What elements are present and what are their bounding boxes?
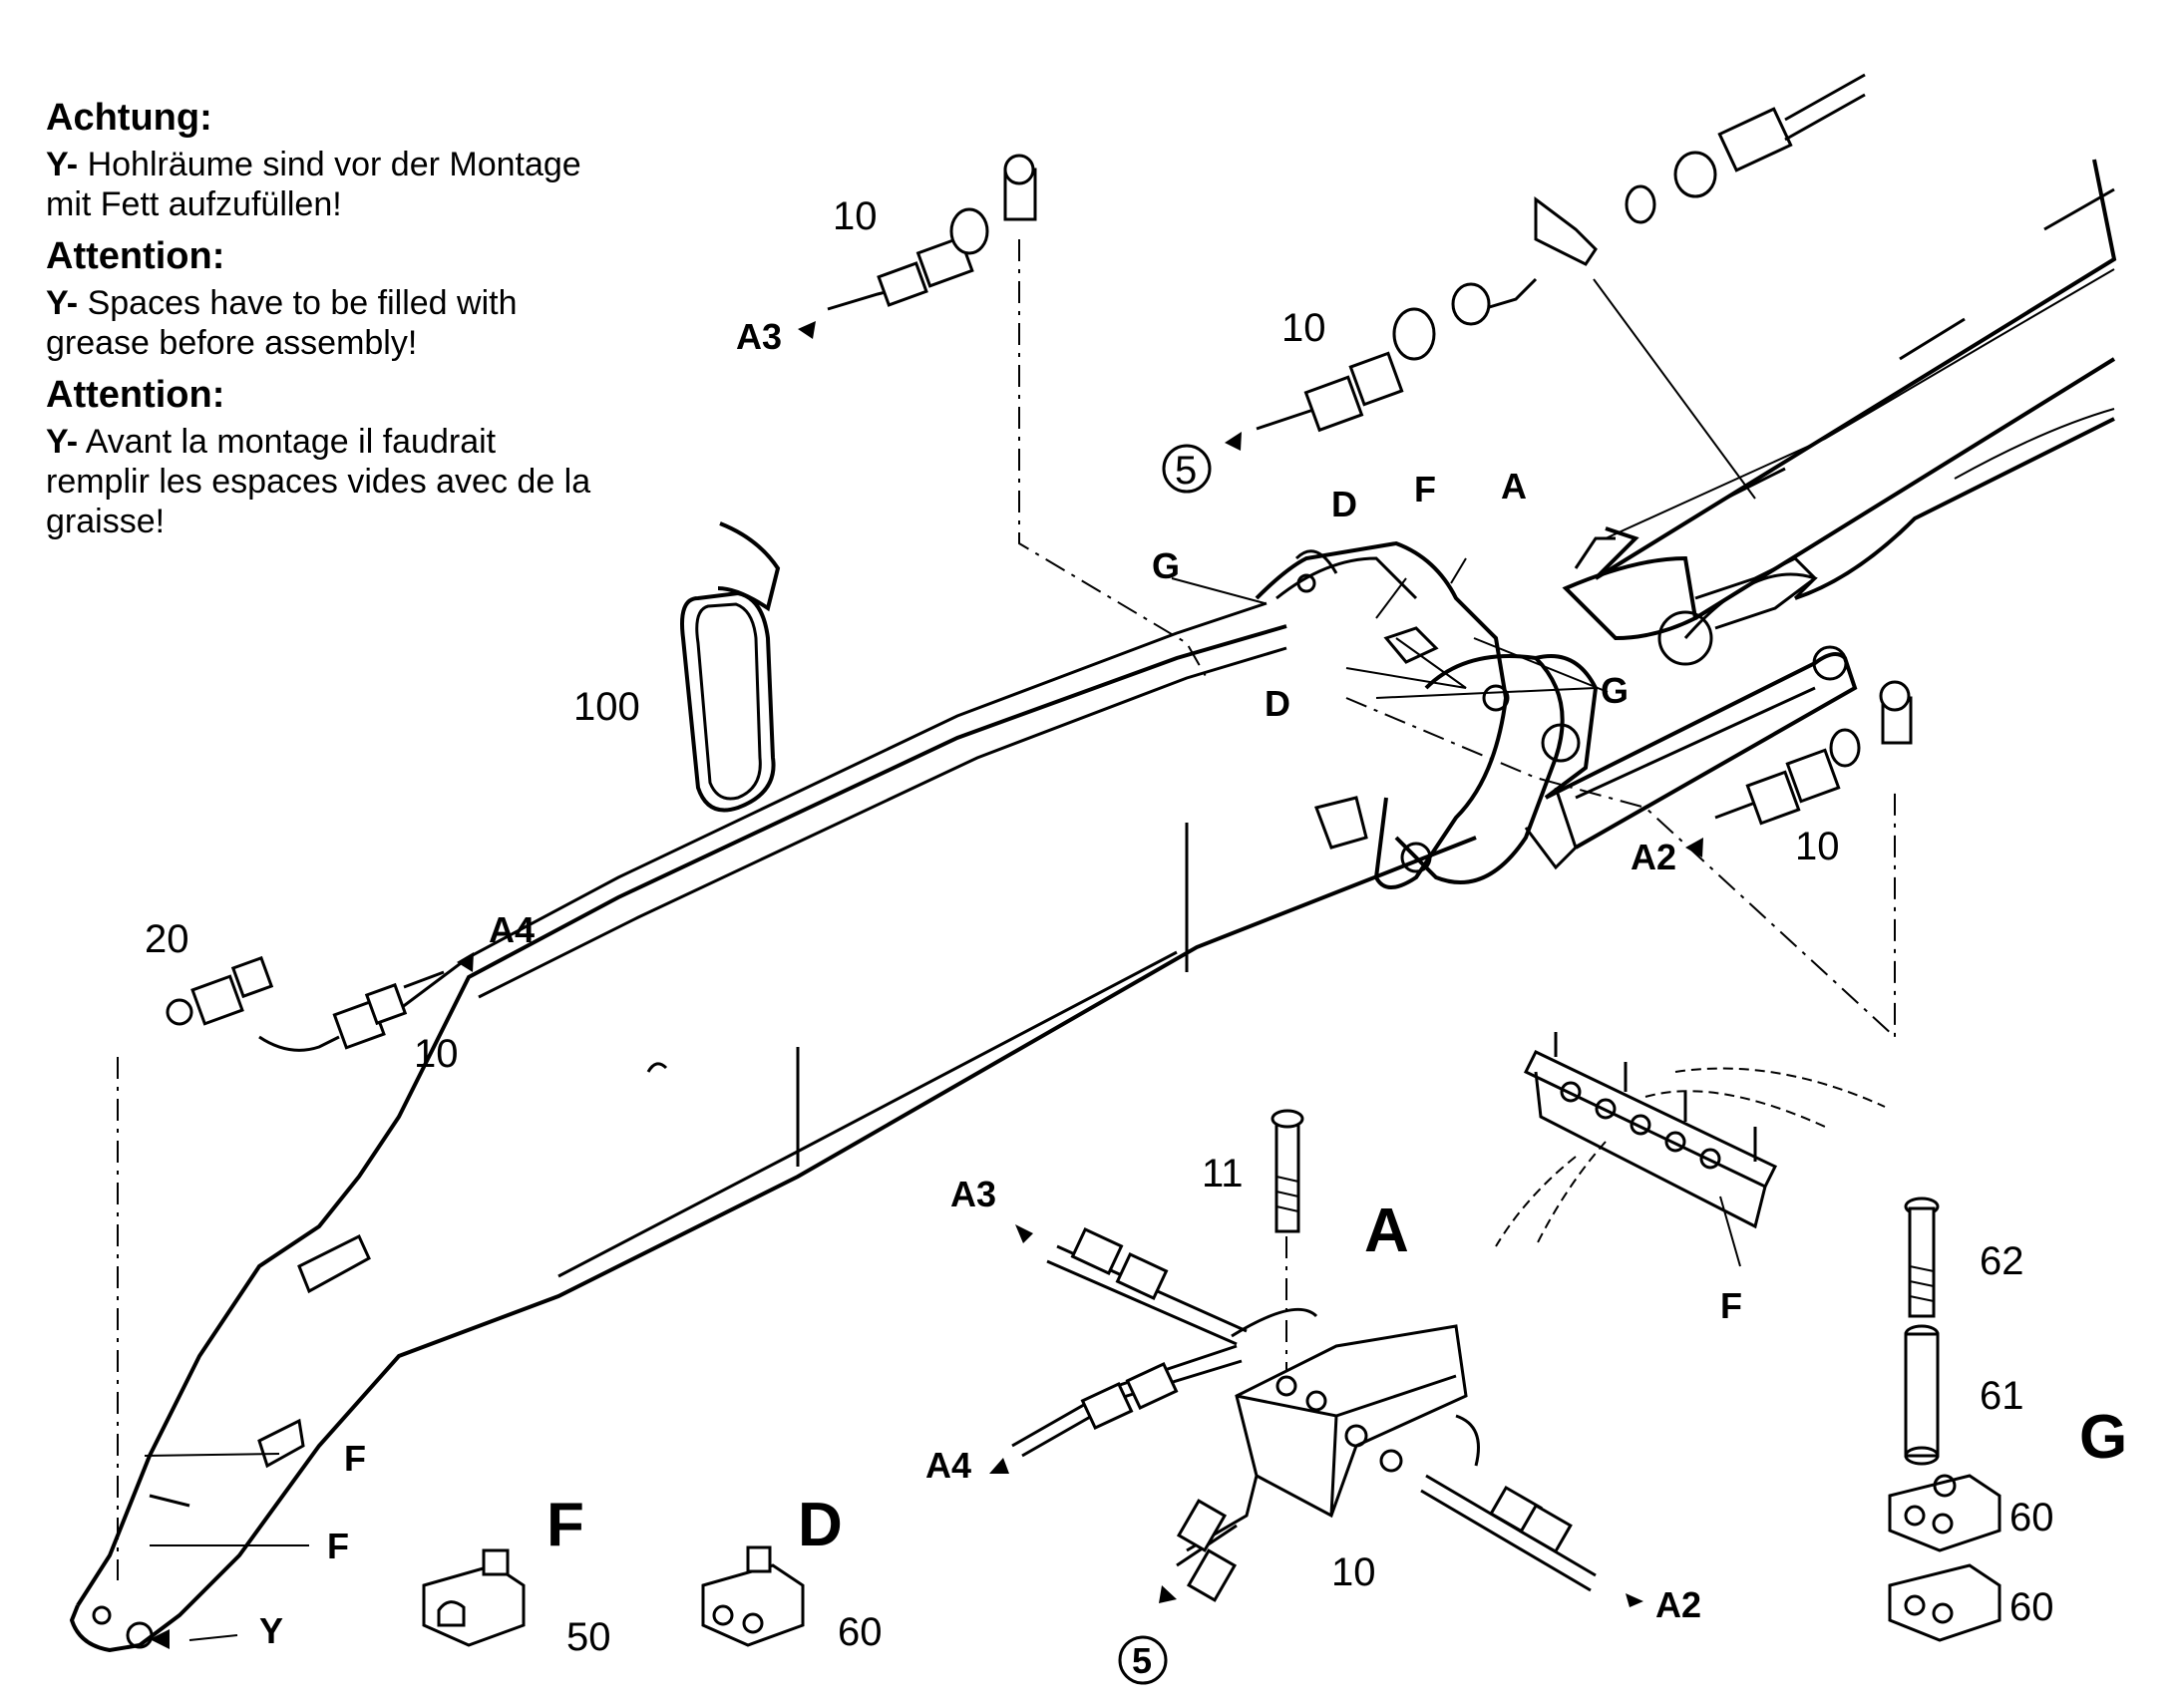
detail-g-title: G	[2079, 1403, 2127, 1472]
label-10-right: 10	[1795, 825, 1840, 868]
clamp-blocks	[422, 1474, 2001, 1647]
top-fittings	[166, 73, 1913, 1052]
label-11: 11	[1202, 1152, 1244, 1196]
note-de-body: Hohlräume sind vor der Montage mit Fett …	[46, 145, 581, 223]
note-de-text: Y- Hohlräume sind vor der Montage mit Fe…	[46, 145, 604, 224]
boom-pivot-head	[1255, 540, 1599, 889]
circle-5-bottom	[1118, 1635, 1168, 1685]
port-a4-top: A4	[489, 909, 535, 950]
letter-d-top: D	[1331, 484, 1357, 524]
note-en-text: Y- Spaces have to be filled with grease …	[46, 283, 604, 363]
note-en-body: Spaces have to be filled with grease bef…	[46, 283, 518, 362]
label-20: 20	[145, 917, 189, 961]
letter-y: Y	[259, 1610, 283, 1651]
note-en-prefix: Y-	[46, 283, 79, 322]
note-de-heading: Achtung:	[46, 97, 212, 139]
letter-g-right: G	[1601, 670, 1629, 711]
part-labels: 10 10 10 10 10 100 20 11 62 61 60 60 60 …	[145, 194, 2127, 1685]
detail-d-title: D	[798, 1491, 843, 1559]
note-fr: Attention: Y- Avant la montage il faudra…	[46, 373, 604, 541]
letter-f-rail: F	[1720, 1285, 1742, 1326]
label-62: 62	[1980, 1239, 2024, 1283]
note-de: Achtung: Y- Hohlräume sind vor der Monta…	[46, 96, 604, 224]
port-a2-top: A2	[1631, 837, 1676, 877]
letter-f-boom-2: F	[327, 1526, 349, 1566]
note-fr-body: Avant la montage il faudrait remplir les…	[46, 422, 591, 541]
port-a4: A4	[925, 1445, 971, 1486]
upper-boom	[1562, 159, 2117, 666]
label-60-d: 60	[838, 1610, 883, 1654]
detail-a-title: A	[1364, 1196, 1409, 1265]
note-fr-heading: Attention:	[46, 374, 225, 417]
port-a3: A3	[950, 1174, 996, 1214]
port-arrows	[150, 321, 1703, 1649]
note-en: Attention: Y- Spaces have to be filled w…	[46, 234, 604, 363]
note-fr-text: Y- Avant la montage il faudrait remplir …	[46, 422, 604, 541]
detail-f-title: F	[546, 1491, 584, 1559]
letter-f-boom-1: F	[344, 1438, 366, 1479]
label-10-top-mid: 10	[1281, 306, 1326, 350]
note-de-prefix: Y-	[46, 145, 79, 183]
letter-a-top: A	[1501, 466, 1527, 507]
label-61: 61	[1980, 1374, 2024, 1418]
circle-5-top-text: 5	[1175, 449, 1197, 493]
label-100: 100	[573, 685, 640, 729]
note-fr-prefix: Y-	[46, 422, 79, 461]
letter-d-mid: D	[1265, 683, 1290, 724]
label-50: 50	[566, 1615, 611, 1659]
label-10-left: 10	[414, 1032, 459, 1076]
port-a3-top: A3	[736, 316, 782, 357]
assembly-notes: Achtung: Y- Hohlräume sind vor der Monta…	[46, 96, 604, 551]
detail-f-rail	[1495, 1032, 1886, 1247]
circle-5-bottom-text: 5	[1132, 1640, 1152, 1681]
detail-a-block	[1011, 1109, 1597, 1602]
guide-lines	[117, 239, 1896, 1641]
label-60-b: 60	[2009, 1585, 2054, 1629]
label-60-a: 60	[2009, 1496, 2054, 1539]
strap-100	[680, 521, 781, 813]
letter-g-left: G	[1152, 545, 1180, 586]
label-10-top-left: 10	[833, 194, 878, 238]
circle-5-top	[1162, 444, 1212, 494]
note-en-heading: Attention:	[46, 235, 225, 278]
detail-g-parts	[1904, 1196, 1940, 1466]
port-a2: A2	[1655, 1584, 1701, 1625]
letter-f-top: F	[1414, 469, 1436, 510]
hydraulic-cylinder	[1524, 645, 1858, 870]
label-10-block: 10	[1331, 1550, 1376, 1594]
